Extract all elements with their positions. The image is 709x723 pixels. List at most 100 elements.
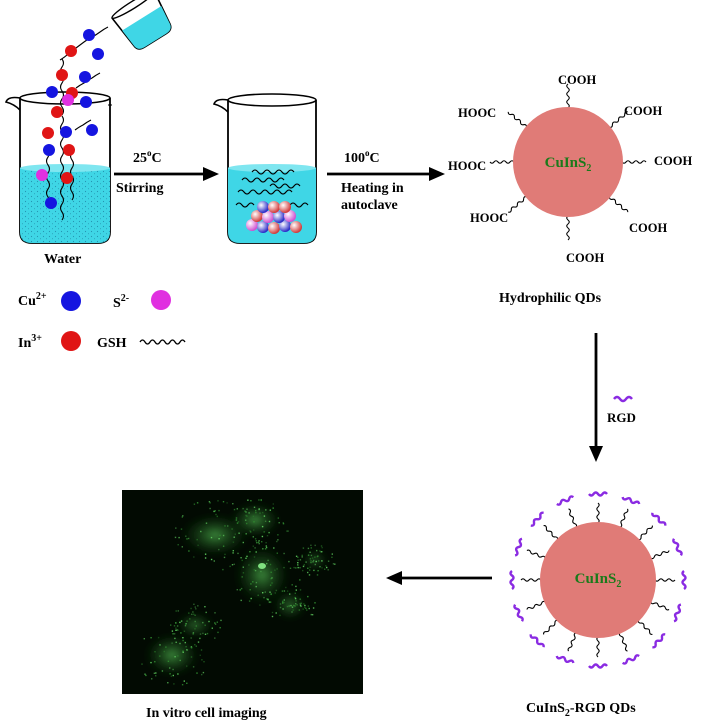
beaker-label-water: Water — [44, 252, 81, 267]
fluorescence-speckle — [144, 673, 146, 675]
fluorescence-speckle — [249, 551, 251, 553]
rgd-gsh-strand — [526, 600, 546, 610]
legend-cu-label: Cu2+ — [18, 291, 47, 309]
fluorescence-speckle — [175, 622, 177, 624]
fluorescence-speckle — [309, 551, 311, 553]
fluorescence-speckle — [267, 598, 269, 600]
fluorescence-speckle — [268, 601, 271, 603]
arrow-step1 — [114, 167, 219, 181]
fluorescence-speckle — [231, 564, 234, 566]
fluorescence-speckle — [236, 508, 238, 510]
fluorescence-speckle — [192, 633, 194, 635]
fluorescence-speckle — [283, 590, 286, 592]
rgd-peptide — [672, 538, 683, 557]
fluorescence-speckle — [314, 544, 316, 547]
ligand-label-bottom-right: COOH — [629, 221, 667, 235]
rgd-peptide — [513, 603, 524, 622]
fluorescence-speckle — [286, 590, 289, 592]
fluorescence-speckle — [175, 610, 177, 612]
fluorescence-speckle — [291, 611, 293, 613]
fluorescence-speckle — [297, 562, 299, 564]
fluorescence-speckle — [310, 547, 312, 549]
fluorescence-speckle — [188, 612, 190, 614]
fluorescence-speckle — [302, 565, 305, 568]
fluorescence-speckle — [199, 633, 202, 635]
fluorescence-speckle — [255, 540, 257, 542]
fluorescence-speckle — [204, 553, 207, 555]
fluorescence-speckle — [235, 517, 238, 519]
fluorescence-speckle — [237, 552, 239, 555]
fluorescence-speckle — [193, 556, 195, 558]
rgd-qd-ligands — [509, 491, 687, 669]
fluorescence-speckle — [317, 555, 319, 557]
fluorescence-speckle — [282, 523, 285, 525]
fluorescence-speckle — [170, 675, 173, 677]
fluorescence-speckle — [193, 503, 196, 505]
fluorescence-speckle — [271, 611, 274, 614]
fluorescence-speckle — [196, 502, 199, 504]
fluorescence-speckle — [304, 604, 306, 607]
fluorescence-speckle — [295, 555, 298, 557]
fluorescence-speckle — [248, 512, 250, 514]
fluorescence-speckle — [253, 506, 256, 508]
fluorescence-speckle — [314, 602, 316, 604]
fluorescence-speckle — [255, 511, 257, 514]
fluorescence-speckle — [283, 601, 285, 604]
fluorescence-speckle — [312, 561, 314, 563]
fluorescence-speckle — [223, 556, 226, 559]
fluorescence-speckle — [217, 500, 219, 502]
fluorescence-speckle — [218, 548, 220, 551]
fluorescence-speckle — [174, 637, 176, 640]
fluorescence-speckle — [268, 520, 271, 523]
fluorescence-speckle — [295, 589, 297, 591]
fluorescence-speckle — [194, 620, 196, 623]
rgd-peptide — [588, 491, 608, 497]
fluorescence-speckle — [276, 568, 278, 570]
rgd-gsh-strand — [543, 619, 558, 635]
fluorescence-speckle — [175, 627, 177, 629]
fluorescence-speckle — [214, 622, 216, 624]
fluorescence-speckle — [311, 557, 314, 559]
fluorescence-speckle — [232, 550, 234, 552]
fluorescence-speckle — [257, 594, 259, 596]
fluorescence-speckle — [218, 509, 220, 512]
fluorescence-speckle — [180, 632, 182, 634]
fluorescence-speckle — [153, 672, 156, 674]
fluorescence-speckle — [300, 605, 302, 607]
fluorescence-speckle — [269, 509, 271, 511]
fluorescence-speckle — [315, 560, 317, 563]
fluorescence-speckle — [278, 522, 280, 524]
fluorescence-speckle — [289, 593, 291, 595]
fluorescence-speckle — [234, 533, 236, 535]
fluorescence-speckle — [271, 615, 274, 618]
fluorescence-speckle — [266, 598, 268, 600]
rgd-peptide — [652, 633, 666, 649]
arrow1-temperature: 25oC — [133, 148, 162, 166]
fluorescence-speckle — [299, 598, 301, 600]
fluorescence-speckle — [316, 574, 319, 576]
arrow2-temperature: 100oC — [344, 148, 380, 166]
rgd-label: RGD — [607, 410, 636, 425]
fluorescence-speckle — [272, 503, 274, 505]
fluorescence-speckle — [141, 663, 143, 665]
hydrophilic-gsh-strand — [621, 160, 647, 164]
fluorescence-speckle — [247, 499, 249, 501]
fluorescence-speckle — [208, 620, 210, 623]
rgd-gsh-strand — [650, 550, 670, 560]
fluorescence-speckle — [177, 544, 179, 546]
fluorescence-speckle — [252, 581, 254, 583]
fluorescence-speckle — [187, 537, 190, 540]
fluorescence-speckle — [154, 651, 156, 653]
fluorescence-speckle — [195, 608, 197, 610]
beaker-water — [4, 91, 112, 244]
fluorescence-speckle — [150, 637, 152, 639]
fluorescence-speckle — [213, 510, 215, 513]
fluorescence-speckle — [246, 515, 248, 517]
fluorescence-speckle — [295, 600, 297, 602]
fluorescence-speckle — [250, 531, 252, 533]
rgd-gsh-strand — [654, 578, 676, 582]
fluorescence-speckle — [331, 556, 333, 558]
legend-in-label: In3+ — [18, 333, 42, 351]
rgd-gsh-strand — [526, 549, 546, 559]
arrow-to-imaging — [386, 571, 492, 585]
